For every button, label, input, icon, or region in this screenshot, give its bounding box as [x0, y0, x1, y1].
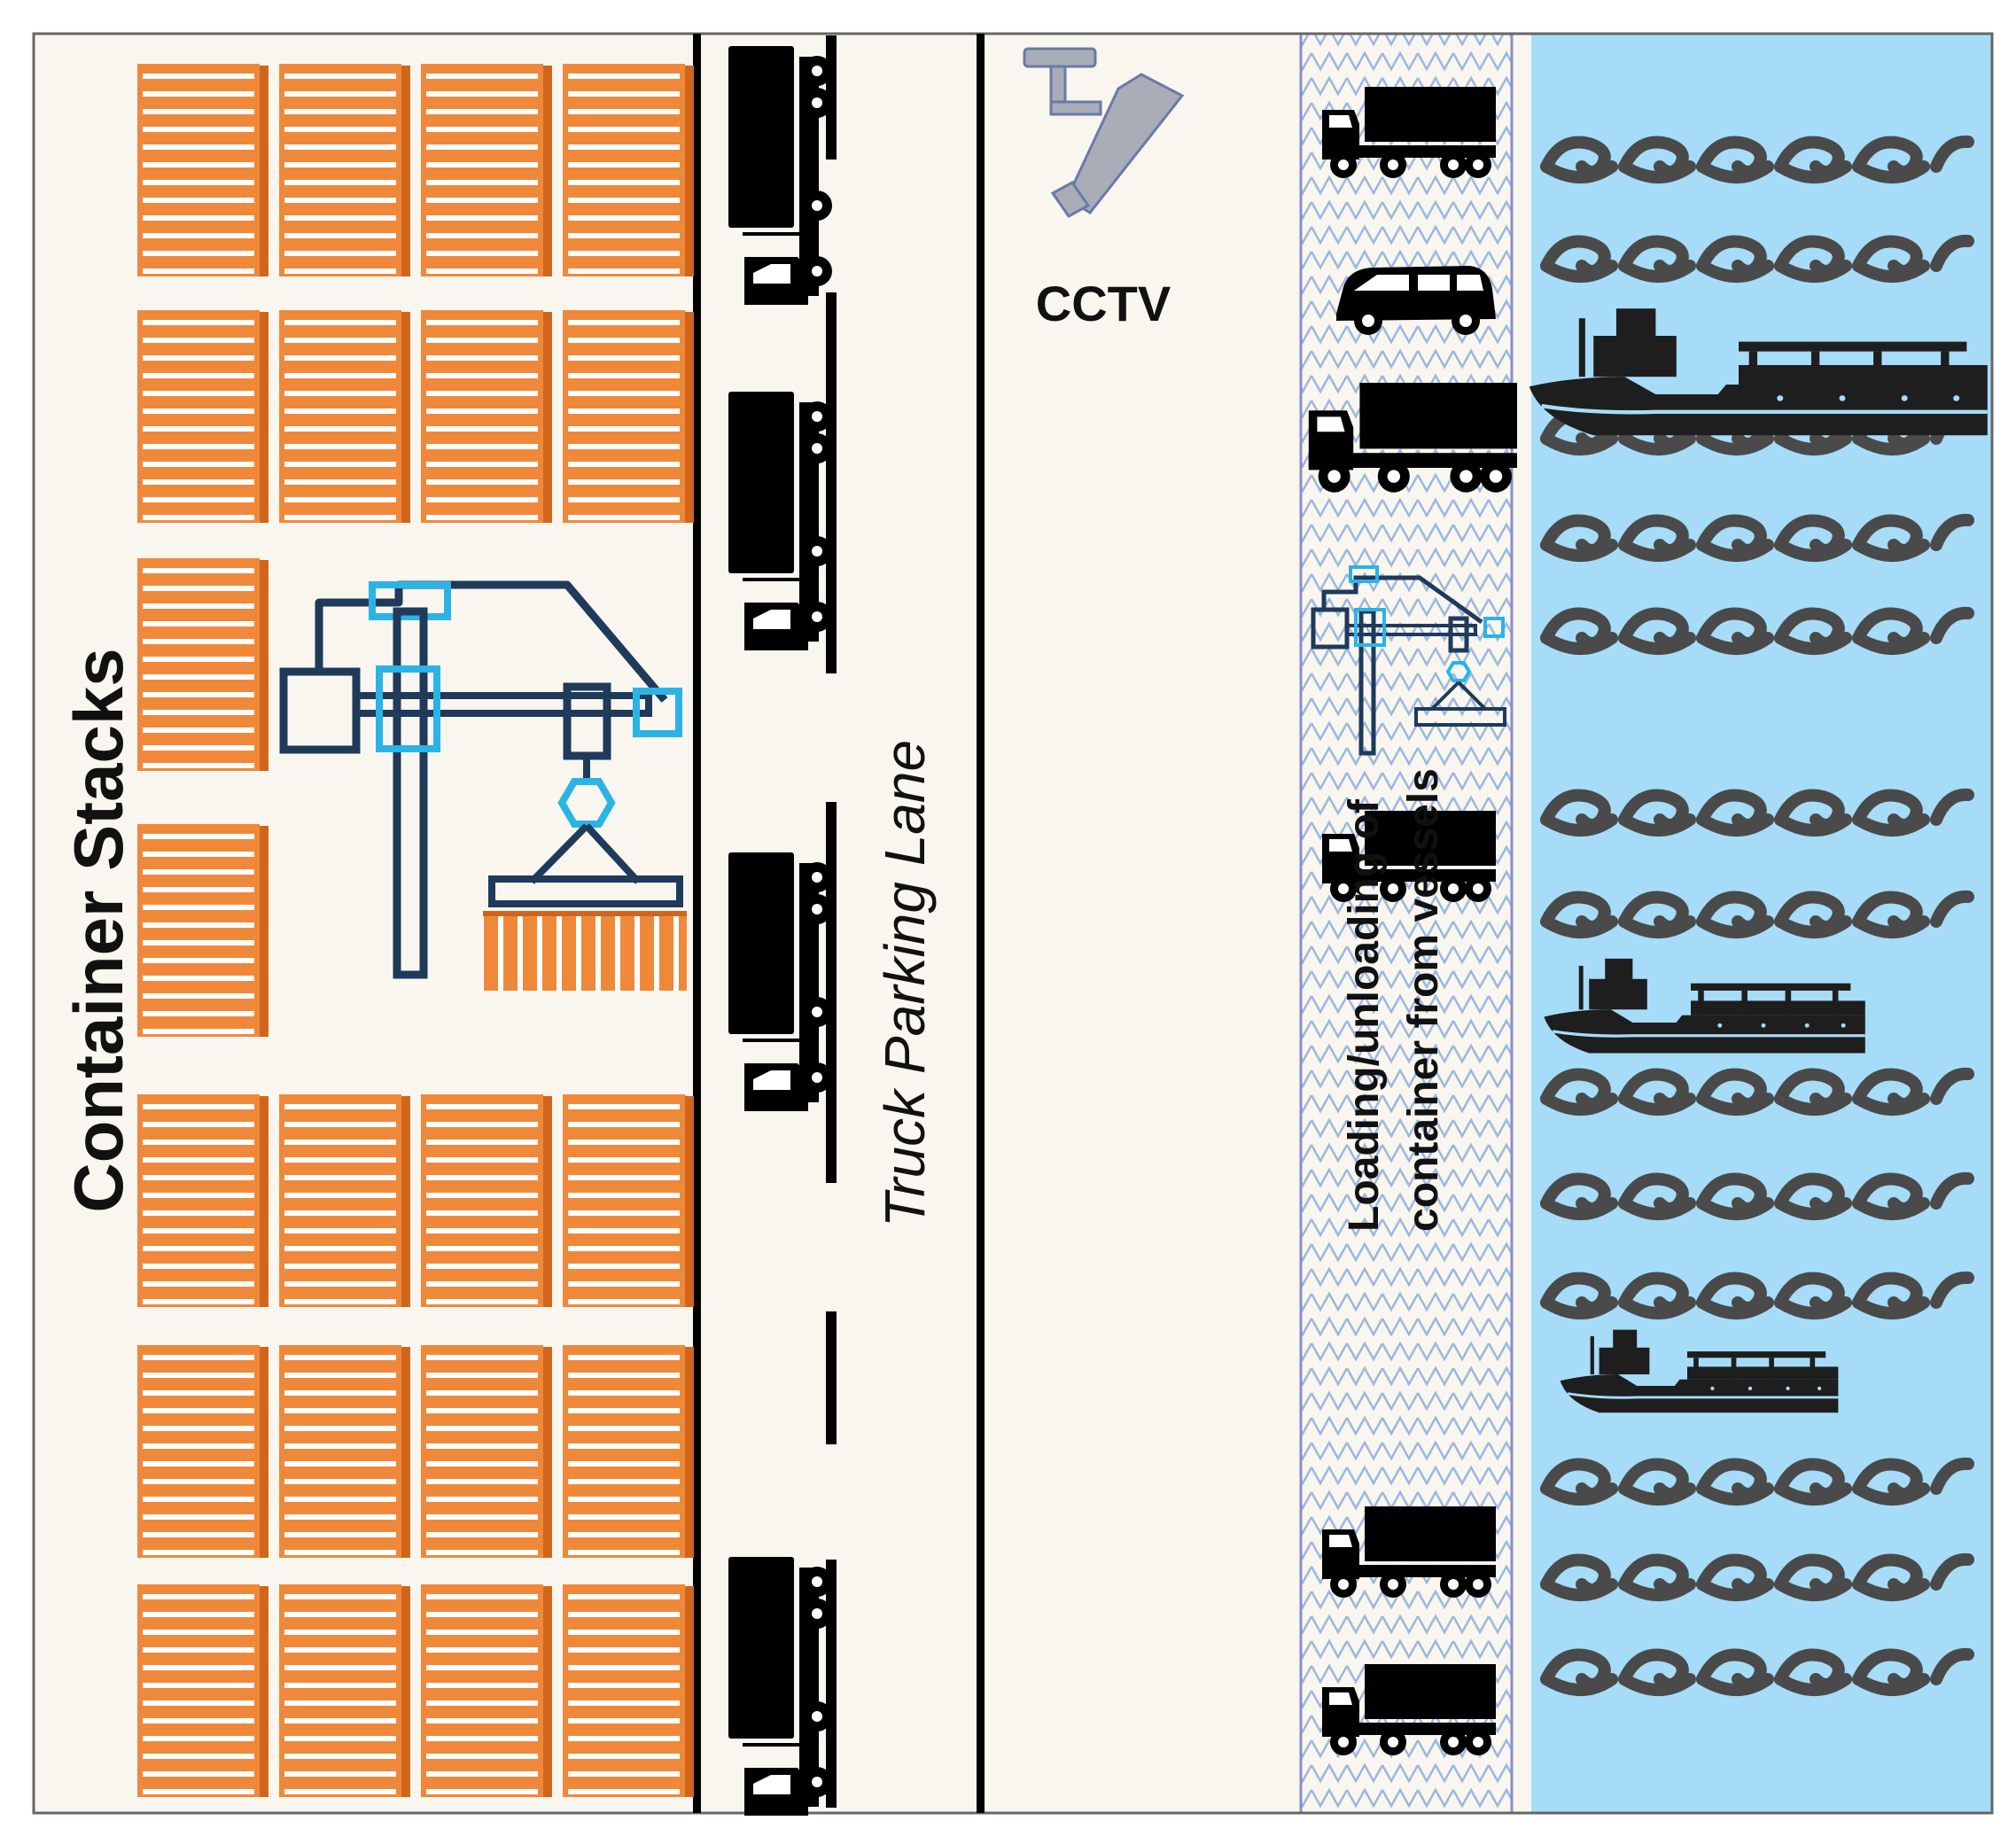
truck-parking-lane-label: Truck Parking Lane — [873, 740, 937, 1227]
shipping-container-icon — [137, 310, 269, 523]
shipping-container-icon — [421, 310, 552, 523]
diagram-frame — [32, 32, 1994, 1815]
loading-unloading-label-line1: Loading/unloading of — [1341, 798, 1388, 1232]
shipping-container-icon — [279, 1345, 410, 1558]
shipping-container-icon — [563, 64, 694, 276]
shipping-container-icon — [137, 64, 269, 276]
shipping-container-icon — [279, 64, 410, 276]
shipping-container-icon — [137, 1345, 269, 1558]
shipping-container-icon — [137, 824, 269, 1037]
cctv-label: CCTV — [1036, 276, 1171, 331]
shipping-container-icon — [563, 1584, 694, 1797]
cctv-camera-icon — [1023, 47, 1185, 218]
shipping-container-icon — [563, 310, 694, 523]
shipping-container-icon — [421, 1584, 552, 1797]
gantry-crane-icon — [279, 580, 687, 991]
shipping-container-icon — [279, 310, 410, 523]
shipping-container-icon — [279, 1094, 410, 1307]
lane-divider-right — [977, 34, 985, 1813]
shipping-container-icon — [279, 1584, 410, 1797]
shipping-container-icon — [137, 1094, 269, 1307]
shipping-container-icon — [421, 1094, 552, 1307]
gantry-crane-icon — [1311, 565, 1506, 756]
shipping-container-icon — [421, 1345, 552, 1558]
loading-unloading-label-line2: container from vessels — [1400, 768, 1447, 1232]
container-stacks-label: Container Stacks — [59, 648, 137, 1212]
shipping-container-icon — [137, 1584, 269, 1797]
shipping-container-icon — [563, 1345, 694, 1558]
shipping-container-icon — [421, 64, 552, 276]
shipping-container-icon — [563, 1094, 694, 1307]
lane-divider-left — [693, 34, 701, 1813]
shipping-container-icon — [137, 558, 269, 771]
